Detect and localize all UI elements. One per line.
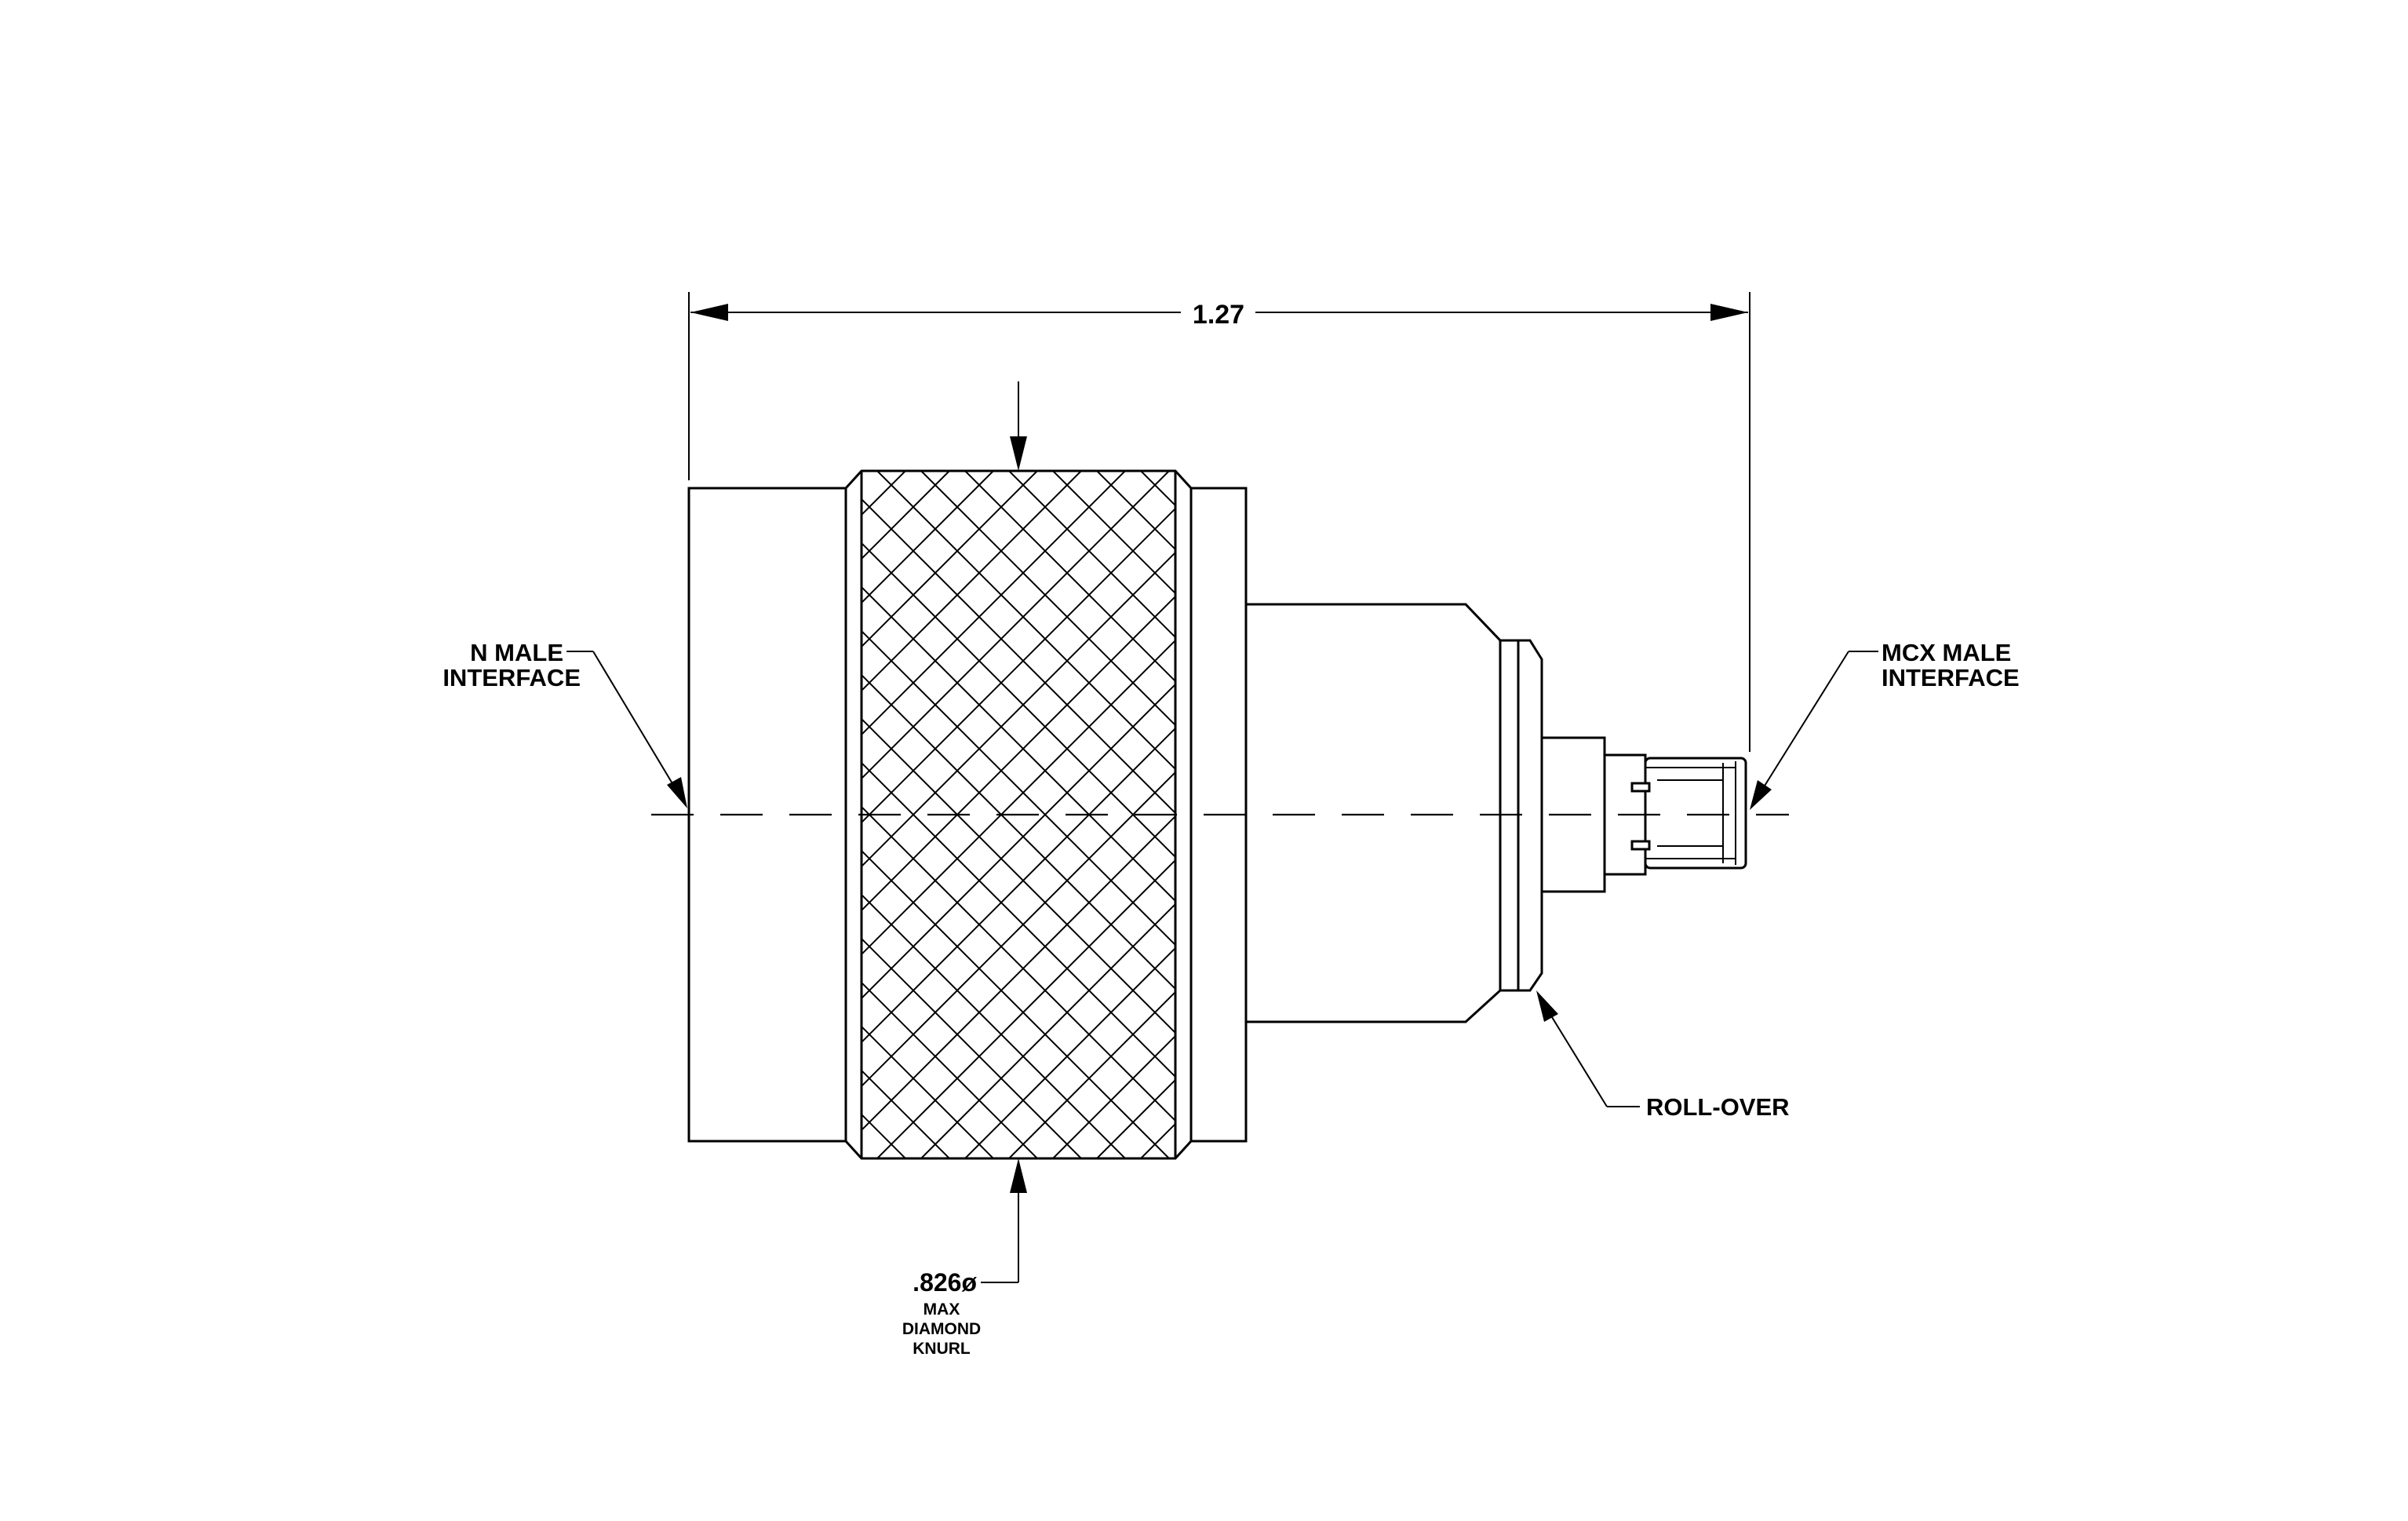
mcx-sleeve	[1644, 757, 1747, 870]
dimension-length-text: 1.27	[1193, 300, 1244, 330]
knurl-line	[862, 551, 1175, 868]
rollover-flange-outer	[1517, 639, 1543, 992]
mcx-male-label-line-2: INTERFACE	[1882, 664, 2020, 691]
knurl-line	[920, 903, 1175, 1158]
overall-length-dimension: 1.27	[688, 292, 1750, 752]
knurl-line	[964, 471, 1175, 683]
rollover-callout: ROLL-OVER	[1536, 990, 1790, 1121]
knurl-diameter-value: .826ø	[913, 1268, 977, 1297]
arrowhead-right-icon	[1710, 304, 1748, 321]
knurl-line	[862, 498, 1175, 815]
knurl-line	[876, 471, 1175, 771]
knurl-line	[862, 471, 1126, 736]
knurl-line	[876, 859, 1175, 1158]
knurl-label-line-2: DIAMOND	[902, 1320, 981, 1338]
knurl-label-line-1: MAX	[923, 1300, 960, 1319]
leader-line-n-male	[592, 651, 683, 801]
mcx-pin-bottom	[1630, 840, 1651, 851]
rollover-label: ROLL-OVER	[1646, 1093, 1790, 1121]
knurl-line	[1052, 1034, 1175, 1158]
knurl-line	[1008, 471, 1175, 639]
n-male-label-line-1: N MALE	[470, 639, 563, 666]
knurl-line	[862, 683, 1175, 1000]
knurl-line	[920, 471, 1175, 727]
knurl-line	[964, 947, 1175, 1158]
knurl-diameter-dimension: .826ø MAX DIAMOND KNURL	[902, 381, 1027, 1358]
knurl-line	[862, 471, 1038, 648]
arrowhead-down-icon	[1010, 436, 1027, 471]
knurl-line	[862, 937, 1082, 1158]
leader-arrowhead-icon	[1750, 780, 1772, 810]
knurl-line	[862, 471, 1082, 692]
leader-line-mcx	[1754, 651, 1849, 803]
knurl-line	[1052, 471, 1175, 595]
mcx-male-interface-callout: MCX MALE INTERFACE	[1750, 639, 2020, 810]
knurl-line	[862, 771, 1175, 1088]
arrowhead-left-icon	[690, 304, 728, 321]
n-male-interface-callout: N MALE INTERFACE	[443, 639, 687, 808]
knurl-line	[1008, 990, 1175, 1158]
rear-body	[1244, 603, 1502, 1023]
leader-arrowhead-icon	[1536, 990, 1558, 1022]
mcx-pin-top	[1630, 782, 1651, 793]
knurl-line	[862, 981, 1038, 1158]
knurl-line	[862, 471, 1170, 780]
knurl-line	[862, 815, 1175, 1132]
knurl-line	[862, 849, 1170, 1158]
mcx-male-label-line-1: MCX MALE	[1882, 639, 2011, 666]
n-male-label-line-2: INTERFACE	[443, 664, 581, 691]
knurl-label-line-3: KNURL	[913, 1340, 971, 1358]
knurl-line	[862, 1025, 994, 1158]
arrowhead-up-icon	[1010, 1158, 1027, 1193]
knurl-line	[862, 471, 994, 604]
leader-arrowhead-icon	[667, 777, 687, 808]
knurl-line	[862, 893, 1126, 1158]
